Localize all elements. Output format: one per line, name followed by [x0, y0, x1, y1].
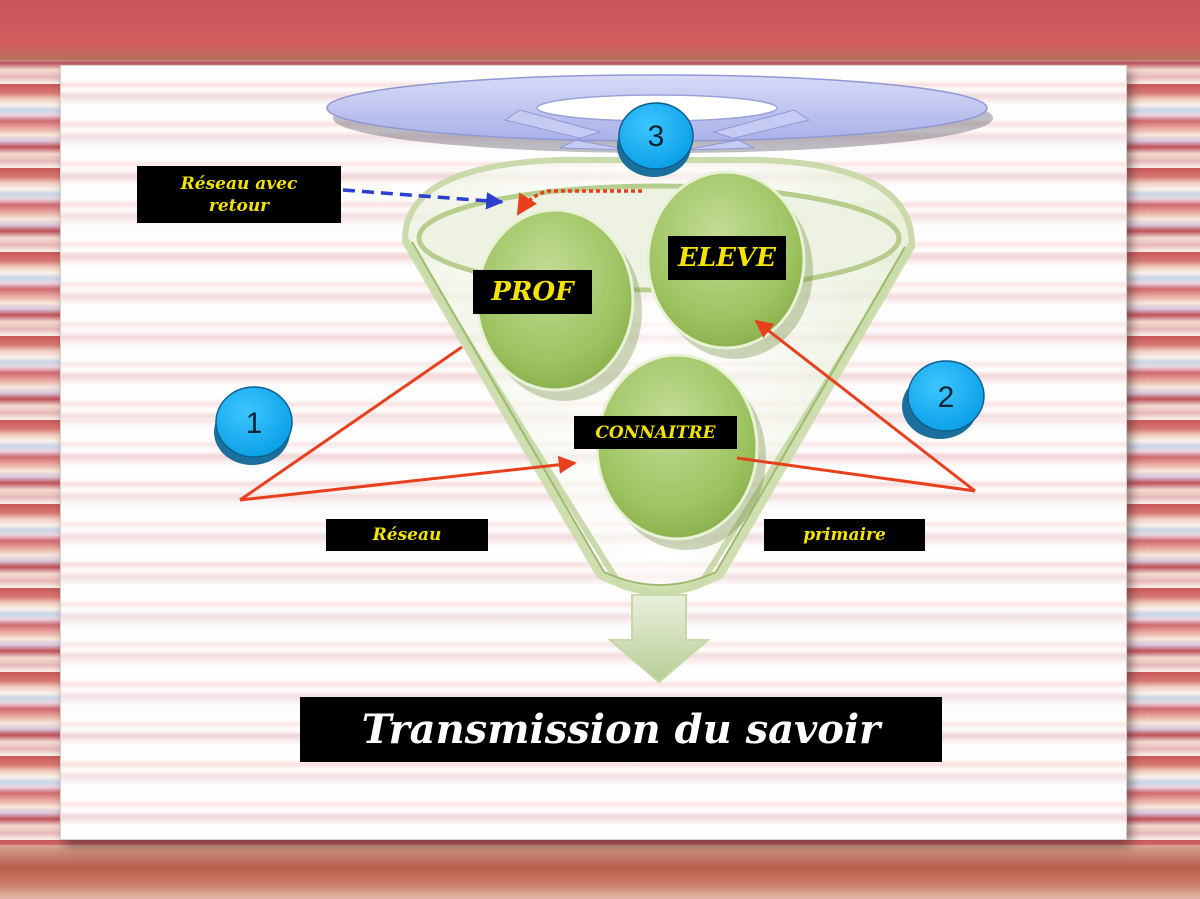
label-reseau-avec-retour-text: Réseau avec retour: [180, 173, 298, 216]
badge-3: 3: [617, 102, 694, 177]
label-reseau-avec-retour: Réseau avec retour: [137, 166, 341, 223]
top-stripe-band: [0, 0, 1200, 60]
badge-1: 1: [214, 386, 293, 465]
label-prof-text: PROF: [491, 277, 574, 307]
label-eleve-text: ELEVE: [678, 243, 776, 273]
label-primaire-text: primaire: [803, 525, 886, 545]
red-arrows-network-1: [239, 345, 577, 502]
blue-dashed-arrow: [342, 188, 504, 210]
badge-3-text: 3: [648, 120, 665, 153]
red-arrows-network-2: [736, 319, 976, 493]
red-dotted-arrow: [516, 189, 642, 216]
label-primaire: primaire: [764, 519, 925, 551]
label-connaitre: CONNAITRE: [574, 416, 737, 449]
label-prof: PROF: [473, 270, 592, 314]
badge-1-text: 1: [246, 407, 263, 440]
label-reseau-text: Réseau: [372, 525, 442, 545]
label-connaitre-text: CONNAITRE: [595, 422, 716, 443]
diagram-title-text: Transmission du savoir: [361, 706, 881, 753]
bottom-stripe-band: [0, 845, 1200, 899]
badge-2-text: 2: [938, 381, 955, 414]
diagram-title: Transmission du savoir: [300, 697, 942, 762]
label-reseau: Réseau: [326, 519, 488, 551]
down-arrow: [607, 594, 711, 684]
badge-2: 2: [902, 360, 985, 439]
label-eleve: ELEVE: [668, 236, 786, 280]
